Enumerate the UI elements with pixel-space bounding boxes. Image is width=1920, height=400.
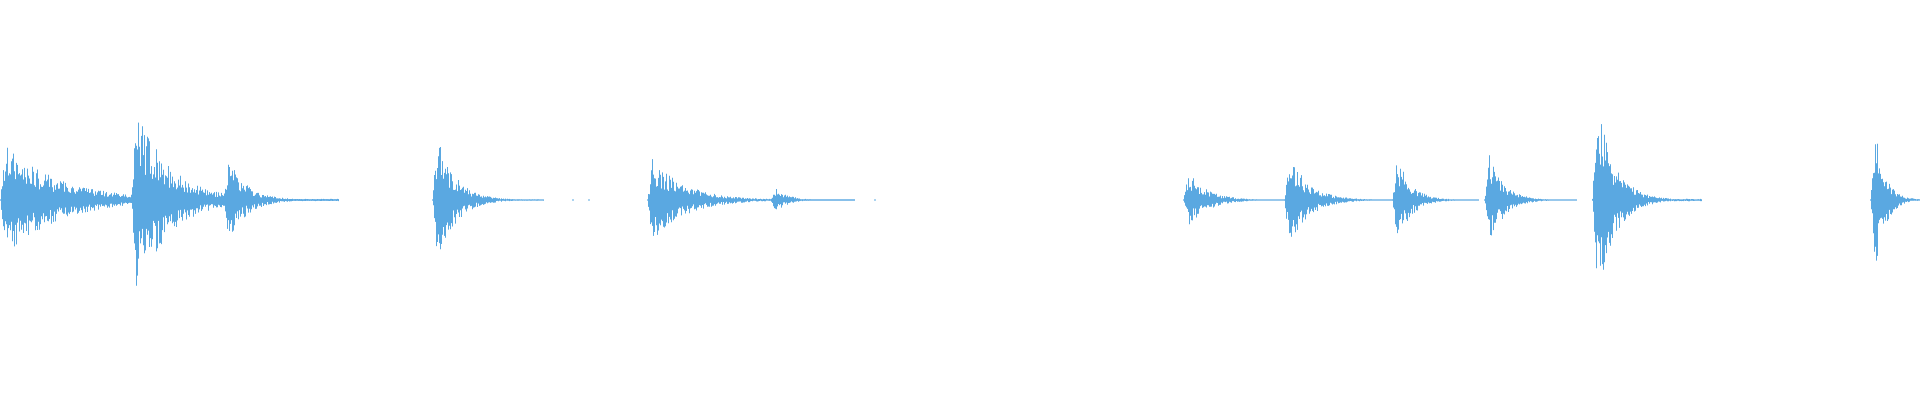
waveform-burst [1392,165,1479,234]
waveform-burst [647,159,855,236]
waveform-burst [1484,155,1577,236]
waveform-burst [1592,124,1702,270]
waveform-burst [770,189,855,210]
waveform-burst [1284,167,1408,237]
waveform-burst [223,164,339,232]
waveform-burst [1183,178,1303,225]
waveform-burst [1870,143,1920,261]
waveform-burst [432,147,544,250]
